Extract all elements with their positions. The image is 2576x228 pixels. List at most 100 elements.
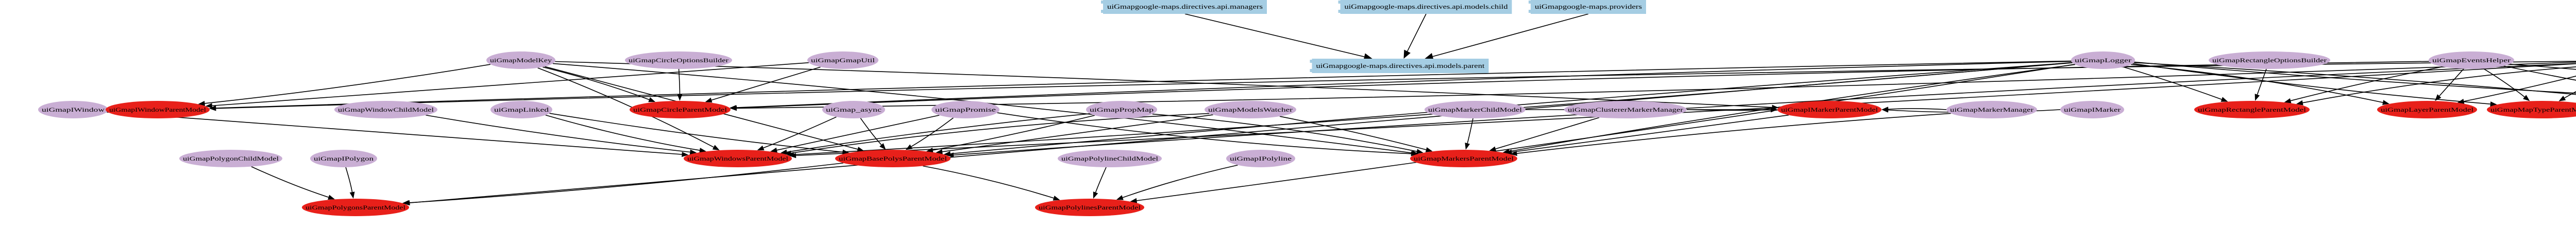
class-ellipse[interactable] bbox=[807, 51, 878, 69]
graph-node-uiGmapBasePolysParentModel[interactable]: uiGmapBasePolysParentModel bbox=[835, 150, 951, 167]
graph-node-uiGmapCircleParentModel[interactable]: uiGmapCircleParentModel bbox=[630, 101, 731, 118]
graph-node-uiGmapIMarkerParentModel[interactable]: uiGmapIMarkerParentModel bbox=[1777, 101, 1882, 118]
graph-edge bbox=[215, 60, 2072, 109]
parent-model-ellipse[interactable] bbox=[106, 101, 210, 118]
class-ellipse[interactable] bbox=[490, 101, 552, 118]
package-rect[interactable] bbox=[1340, 0, 1512, 14]
package-edge-arrowhead bbox=[1363, 53, 1372, 61]
graph-node-uiGmapEventsHelper[interactable]: uiGmapEventsHelper bbox=[2429, 51, 2514, 69]
parent-model-ellipse[interactable] bbox=[2377, 101, 2477, 118]
parent-model-ellipse[interactable] bbox=[302, 199, 409, 216]
package-box-pkg_models_parent[interactable]: uiGmapgoogle-maps.directives.api.models.… bbox=[1310, 59, 1489, 73]
graph-node-uiGmapLinked[interactable]: uiGmapLinked bbox=[490, 101, 552, 118]
graph-node-uiGmapCircleOptionsBuilder[interactable]: uiGmapCircleOptionsBuilder bbox=[625, 51, 732, 69]
graph-node-uiGmapLogger[interactable]: uiGmapLogger bbox=[2071, 51, 2135, 69]
parent-model-ellipse[interactable] bbox=[2194, 101, 2310, 118]
graph-node-uiGmapMarkerChildModel[interactable]: uiGmapMarkerChildModel bbox=[1425, 101, 1526, 118]
edge-arrowhead bbox=[1053, 196, 1060, 201]
graph-edge bbox=[2439, 68, 2464, 97]
graph-node-uiGmapMarkersParentModel[interactable]: uiGmapMarkersParentModel bbox=[1410, 150, 1517, 167]
graph-node-uiGmapRectangleParentModel[interactable]: uiGmapRectangleParentModel bbox=[2194, 101, 2310, 118]
graph-edge bbox=[776, 115, 940, 151]
class-ellipse[interactable] bbox=[931, 101, 999, 118]
package-rect[interactable] bbox=[1312, 59, 1489, 73]
graph-node-uiGmapWindowChildModel[interactable]: uiGmapWindowChildModel bbox=[334, 101, 437, 118]
graph-edge bbox=[997, 112, 1411, 154]
class-ellipse[interactable] bbox=[179, 150, 282, 167]
class-ellipse[interactable] bbox=[2429, 51, 2514, 69]
graph-node-uiGmapPolylineChildModel[interactable]: uiGmapPolylineChildModel bbox=[1058, 150, 1162, 167]
edge-arrowhead bbox=[789, 153, 796, 159]
graph-edge bbox=[2257, 68, 2267, 95]
graph-edge bbox=[678, 68, 681, 95]
graph-node-uiGmapIMarker[interactable]: uiGmapIMarker bbox=[2060, 101, 2124, 118]
class-ellipse[interactable] bbox=[1205, 101, 1296, 118]
class-ellipse[interactable] bbox=[334, 101, 437, 118]
class-ellipse[interactable] bbox=[38, 101, 108, 118]
class-ellipse[interactable] bbox=[1425, 101, 1526, 118]
edge-arrowhead bbox=[926, 147, 934, 153]
edge-arrowhead bbox=[403, 200, 410, 206]
graph-node-uiGmapIPolygon[interactable]: uiGmapIPolygon bbox=[310, 150, 377, 167]
graph-edge bbox=[942, 114, 1213, 152]
class-ellipse[interactable] bbox=[486, 51, 555, 69]
graph-node-uiGmapPolygonsParentModel[interactable]: uiGmapPolygonsParentModel bbox=[302, 199, 409, 216]
class-ellipse[interactable] bbox=[1058, 150, 1162, 167]
nodes-layer: uiGmapModelKey uiGmapCircleOptionsBuilder… bbox=[38, 51, 2576, 216]
edge-arrowhead bbox=[757, 145, 765, 151]
class-ellipse[interactable] bbox=[2060, 101, 2124, 118]
graph-edge bbox=[1137, 64, 2075, 201]
parent-model-ellipse[interactable] bbox=[1777, 101, 1882, 118]
graph-node-uiGmapGmapUtil[interactable]: uiGmapGmapUtil bbox=[807, 51, 878, 69]
graph-node-uiGmapPropMap[interactable]: uiGmapPropMap bbox=[1086, 101, 1157, 118]
edge-arrowhead bbox=[1510, 151, 1517, 156]
edge-arrowhead bbox=[1425, 147, 1433, 152]
graph-node-uiGmapPromise[interactable]: uiGmapPromise bbox=[931, 101, 999, 118]
graph-edge bbox=[345, 167, 353, 192]
class-ellipse[interactable] bbox=[1226, 150, 1295, 167]
graph-node-uiGmapIWindowParentModel[interactable]: uiGmapIWindowParentModel bbox=[106, 101, 210, 118]
graph-node-uiGmapRectangleOptionsBuilder[interactable]: uiGmapRectangleOptionsBuilder bbox=[2209, 51, 2330, 69]
parent-model-ellipse[interactable] bbox=[1410, 150, 1517, 167]
edge-arrowhead bbox=[328, 195, 335, 200]
graph-node-uiGmapLayerParentModel[interactable]: uiGmapLayerParentModel bbox=[2377, 101, 2477, 118]
packages-layer: uiGmapgoogle-maps.directives.api.manager… bbox=[1101, 0, 1646, 73]
parent-model-ellipse[interactable] bbox=[630, 101, 731, 118]
parent-model-ellipse[interactable] bbox=[2487, 101, 2576, 118]
class-ellipse[interactable] bbox=[822, 101, 885, 118]
class-ellipse[interactable] bbox=[1086, 101, 1157, 118]
class-ellipse[interactable] bbox=[2071, 51, 2135, 69]
graph-node-uiGmapModelsWatcher[interactable]: uiGmapModelsWatcher bbox=[1205, 101, 1296, 118]
graph-edge bbox=[107, 112, 682, 155]
graph-node-uiGmapIWindow[interactable]: uiGmapIWindow bbox=[38, 101, 108, 118]
class-ellipse[interactable] bbox=[1564, 101, 1687, 118]
parent-model-ellipse[interactable] bbox=[1035, 199, 1144, 216]
graph-edge bbox=[911, 117, 954, 147]
graph-node-uiGmap_async[interactable]: uiGmap_async bbox=[822, 101, 885, 118]
parent-model-ellipse[interactable] bbox=[684, 150, 792, 167]
class-ellipse[interactable] bbox=[1946, 101, 2037, 118]
package-box-pkg_providers[interactable]: uiGmapgoogle-maps.providers bbox=[1529, 0, 1646, 14]
package-rect[interactable] bbox=[1531, 0, 1646, 14]
graph-node-uiGmapPolygonChildModel[interactable]: uiGmapPolygonChildModel bbox=[179, 150, 282, 167]
class-ellipse[interactable] bbox=[310, 150, 377, 167]
graph-node-uiGmapMarkerManager[interactable]: uiGmapMarkerManager bbox=[1946, 101, 2037, 118]
edge-arrowhead bbox=[2221, 97, 2228, 102]
class-ellipse[interactable] bbox=[625, 51, 732, 69]
class-ellipse[interactable] bbox=[2209, 51, 2330, 69]
package-box-pkg_models_child[interactable]: uiGmapgoogle-maps.directives.api.models.… bbox=[1338, 0, 1512, 14]
graph-node-uiGmapClustererMarkerManager[interactable]: uiGmapClustererMarkerManager bbox=[1564, 101, 1687, 118]
package-rect[interactable] bbox=[1103, 0, 1267, 14]
graph-node-uiGmapWindowsParentModel[interactable]: uiGmapWindowsParentModel bbox=[684, 150, 792, 167]
graph-edge bbox=[2483, 68, 2525, 97]
parent-model-ellipse[interactable] bbox=[835, 150, 951, 167]
graph-node-uiGmapMapTypeParentModel[interactable]: uiGmapMapTypeParentModel bbox=[2487, 101, 2576, 118]
graph-edge bbox=[1122, 164, 1238, 198]
graph-node-uiGmapModelKey[interactable]: uiGmapModelKey bbox=[486, 51, 555, 69]
package-box-pkg_managers[interactable]: uiGmapgoogle-maps.directives.api.manager… bbox=[1101, 0, 1267, 14]
edge-arrowhead bbox=[780, 149, 788, 155]
edge-arrowhead bbox=[1882, 107, 1889, 113]
graph-node-uiGmapPolylinesParentModel[interactable]: uiGmapPolylinesParentModel bbox=[1035, 199, 1144, 216]
graph-edge bbox=[1888, 108, 1947, 110]
graph-node-uiGmapIPolyline[interactable]: uiGmapIPolyline bbox=[1226, 150, 1295, 167]
